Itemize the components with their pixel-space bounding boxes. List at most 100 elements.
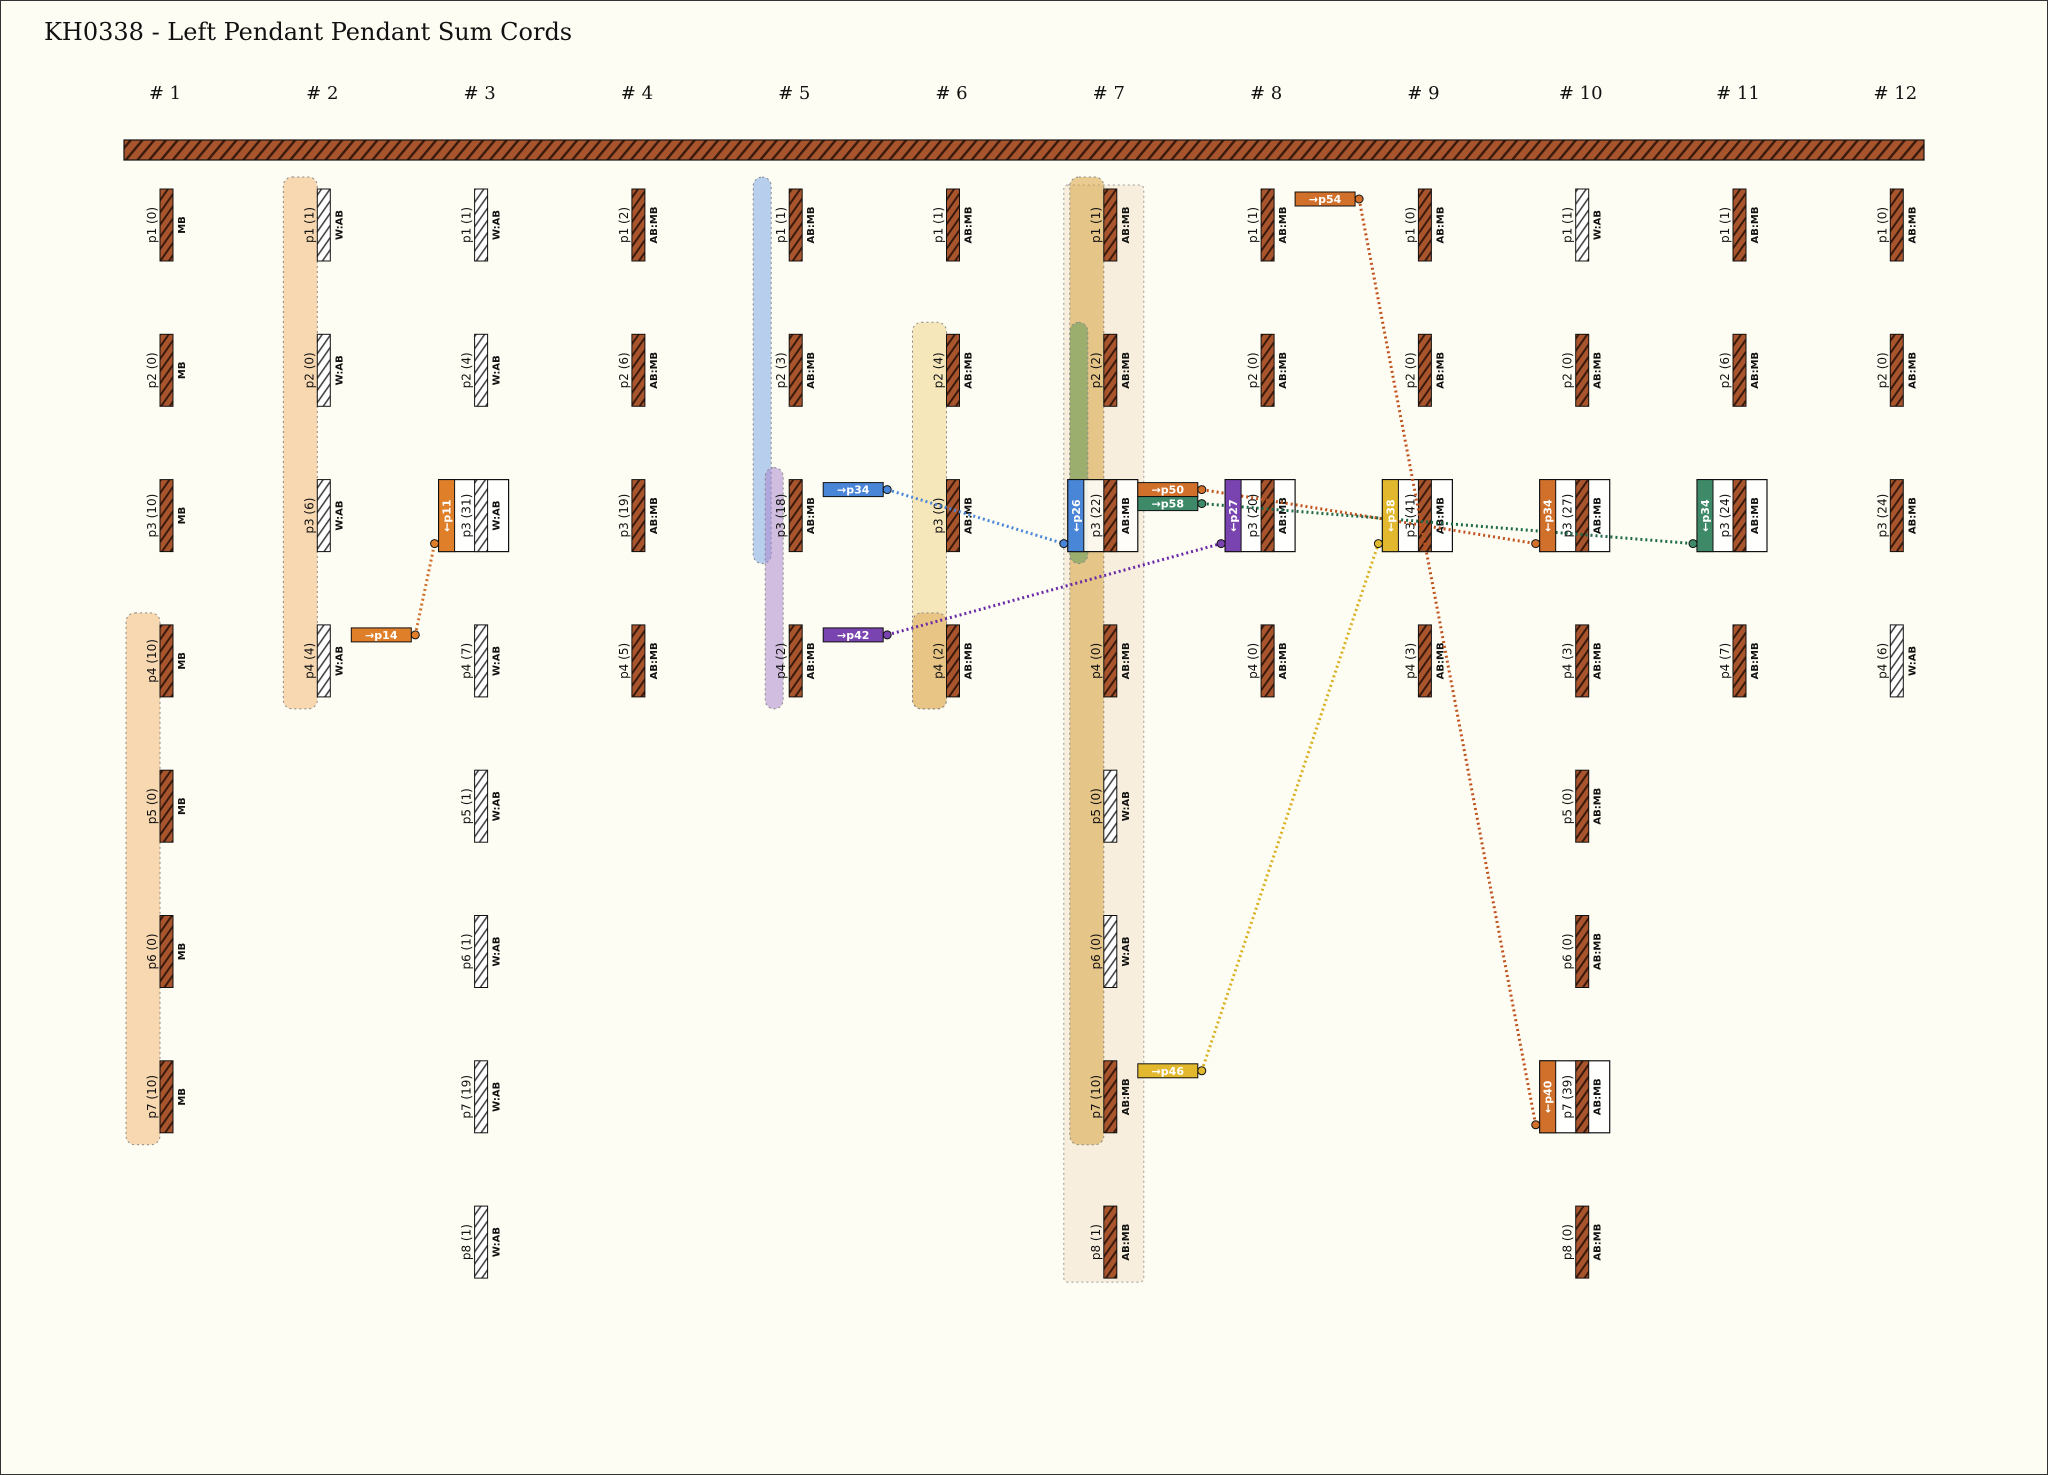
pendant-cord[interactable]: p1 (1)AB:MB — [932, 188, 975, 262]
knot-label: AB:MB — [1593, 642, 1604, 679]
pendant-cord[interactable]: p4 (7)AB:MB — [1718, 624, 1761, 698]
pendant-cord[interactable]: p7 (19)W:AB — [460, 1060, 503, 1134]
column-label: # 3 — [463, 83, 495, 104]
sum-tag-anchor — [1531, 1120, 1541, 1130]
pendant-cord[interactable]: p1 (1)W:AB — [460, 188, 503, 262]
sum-tag-box — [1539, 479, 1557, 553]
pendant-cord[interactable]: p1 (1)AB:MB — [1718, 188, 1761, 262]
cord-label: p5 (1) — [460, 788, 474, 824]
pendant-cord[interactable]: p2 (4)W:AB — [460, 333, 503, 407]
pendant-cord[interactable]: p3 (18)AB:MB — [774, 479, 817, 553]
pendant-cord[interactable]: p6 (1)W:AB — [460, 915, 503, 988]
cord-strand — [1103, 1060, 1118, 1134]
pendant-cord[interactable]: p7 (39)AB:MB — [1561, 1060, 1604, 1134]
pendant-cord[interactable]: p3 (31)W:AB — [460, 479, 503, 553]
pendant-cord[interactable]: p3 (19)AB:MB — [617, 479, 660, 553]
pendant-cord[interactable]: p5 (0)MB — [145, 769, 188, 843]
pendant-cord[interactable]: p5 (0)AB:MB — [1561, 769, 1604, 843]
pendant-cord[interactable]: p1 (0)MB — [145, 188, 188, 262]
sum-tag[interactable]: ←p11 — [430, 479, 456, 553]
pendant-cord[interactable]: p4 (3)AB:MB — [1403, 624, 1446, 698]
knot-label: AB:MB — [806, 352, 817, 389]
pendant-cord[interactable]: p8 (0)AB:MB — [1561, 1205, 1604, 1279]
cord-strand — [1260, 479, 1275, 553]
pendant-cord[interactable]: p4 (2)AB:MB — [932, 624, 975, 698]
knot-label: MB — [177, 652, 188, 670]
pendant-cord[interactable]: p3 (22)AB:MB — [1089, 479, 1132, 553]
cord-strand — [1732, 624, 1747, 698]
sum-tag[interactable]: →p54 — [1294, 191, 1364, 207]
pendant-cord[interactable]: p4 (0)AB:MB — [1246, 624, 1289, 698]
pendant-cord[interactable]: p2 (4)AB:MB — [932, 333, 975, 407]
cord-strand — [1575, 1205, 1590, 1279]
pendant-cord[interactable]: p4 (10)MB — [145, 624, 188, 698]
pendant-cord[interactable]: p4 (2)AB:MB — [774, 624, 817, 698]
sum-tag[interactable]: →p42 — [822, 627, 892, 643]
pendant-cord[interactable]: p7 (10)MB — [145, 1060, 188, 1134]
pendant-cord[interactable]: p6 (0)AB:MB — [1561, 915, 1604, 988]
sum-tag[interactable]: ←p27 — [1216, 479, 1242, 553]
pendant-cord[interactable]: p2 (6)AB:MB — [617, 333, 660, 407]
sum-tag[interactable]: →p46 — [1137, 1063, 1207, 1079]
pendant-cord[interactable]: p7 (10)AB:MB — [1089, 1060, 1132, 1134]
pendant-cord[interactable]: p1 (1)W:AB — [1561, 188, 1604, 262]
sum-tag[interactable]: ←p38 — [1373, 479, 1399, 553]
pendant-cord[interactable]: p3 (6)W:AB — [302, 479, 345, 553]
pendant-cord[interactable]: p3 (24)AB:MB — [1718, 479, 1761, 553]
pendant-cord[interactable]: p2 (2)AB:MB — [1089, 333, 1132, 407]
sum-tag-anchor — [1688, 539, 1698, 549]
sum-tag[interactable]: →p50 — [1137, 482, 1207, 498]
cord-label: p2 (3) — [774, 352, 788, 388]
pendant-cord[interactable]: p3 (20)AB:MB — [1246, 479, 1289, 553]
pendant-cord[interactable]: p1 (2)AB:MB — [617, 188, 660, 262]
sum-tag[interactable]: →p14 — [350, 627, 420, 643]
pendant-cord[interactable]: p4 (6)W:AB — [1875, 624, 1918, 698]
knot-label: AB:MB — [1278, 207, 1289, 244]
pendant-cord[interactable]: p5 (0)W:AB — [1089, 769, 1132, 843]
cord-strand — [631, 479, 646, 553]
pendant-cord[interactable]: p4 (3)AB:MB — [1561, 624, 1604, 698]
pendant-cord[interactable]: p2 (6)AB:MB — [1718, 333, 1761, 407]
pendant-cord[interactable]: p4 (0)AB:MB — [1089, 624, 1132, 698]
sum-tag-anchor — [1197, 485, 1207, 495]
pendant-cord[interactable]: p1 (1)AB:MB — [774, 188, 817, 262]
knot-label: AB:MB — [1593, 788, 1604, 825]
sum-tag[interactable]: ←p34 — [1688, 479, 1714, 553]
sum-link — [1201, 488, 1536, 546]
pendant-cord[interactable]: p4 (4)W:AB — [302, 624, 345, 698]
pendant-cord[interactable]: p3 (24)AB:MB — [1875, 479, 1918, 553]
pendant-cord[interactable]: p2 (0)AB:MB — [1561, 333, 1604, 407]
pendant-cord[interactable]: p2 (0)AB:MB — [1403, 333, 1446, 407]
sum-tag[interactable]: →p58 — [1137, 496, 1207, 512]
pendant-cord[interactable]: p1 (0)AB:MB — [1875, 188, 1918, 262]
cord-label: p4 (0) — [1246, 643, 1260, 679]
pendant-cord[interactable]: p2 (0)AB:MB — [1246, 333, 1289, 407]
pendant-cord[interactable]: p2 (0)AB:MB — [1875, 333, 1918, 407]
cord-strand — [1575, 1060, 1590, 1134]
pendant-cord[interactable]: p2 (3) AB:MB — [774, 333, 817, 407]
pendant-cord[interactable]: p1 (1)AB:MB — [1246, 188, 1289, 262]
pendant-cord[interactable]: p2 (0)W:AB — [302, 333, 345, 407]
pendant-cord[interactable]: p1 (1)W:AB — [302, 188, 345, 262]
pendant-cord[interactable]: p8 (1)W:AB — [460, 1205, 503, 1279]
sum-tag[interactable]: ←p34 — [1531, 479, 1557, 553]
knot-label: W:AB — [492, 1082, 503, 1112]
pendant-cord[interactable]: p5 (1)W:AB — [460, 769, 503, 843]
sum-tag[interactable]: ←p26 — [1059, 479, 1085, 553]
sum-tag[interactable]: ←p40 — [1531, 1060, 1557, 1134]
pendant-cord[interactable]: p3 (10)MB — [145, 479, 188, 553]
pendant-cord[interactable]: p6 (0)W:AB — [1089, 915, 1132, 988]
pendant-cord[interactable]: p1 (0)AB:MB — [1403, 188, 1446, 262]
pendant-cord[interactable]: p2 (0)MB — [145, 333, 188, 407]
cord-strand — [1103, 188, 1118, 262]
sum-tag[interactable]: →p34 — [822, 482, 892, 498]
cord-label: p2 (0) — [1403, 352, 1417, 388]
pendant-cord[interactable]: p4 (5)AB:MB — [617, 624, 660, 698]
pendant-cord[interactable]: p4 (7)W:AB — [460, 624, 503, 698]
knot-label: W:AB — [492, 501, 503, 531]
cord-label: p3 (19) — [617, 494, 631, 538]
pendant-cord[interactable]: p6 (0)MB — [145, 915, 188, 988]
pendant-cord[interactable]: p1 (1)AB:MB — [1089, 188, 1132, 262]
pendant-cord[interactable]: p3 (27)AB:MB — [1561, 479, 1604, 553]
pendant-cord[interactable]: p8 (1)AB:MB — [1089, 1205, 1132, 1279]
